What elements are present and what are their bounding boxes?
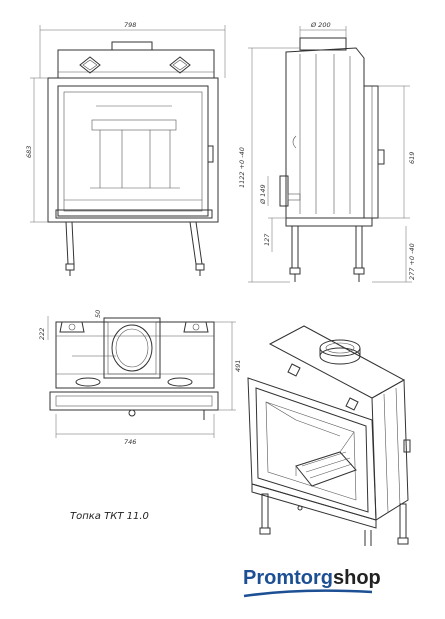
svg-text:Promtorgshop: Promtorgshop xyxy=(243,567,381,589)
side-flue-label: Ø 200 xyxy=(310,21,331,29)
top-view: 222 50 491 746 xyxy=(38,310,242,446)
logo-part-1: Promtorg xyxy=(243,567,333,589)
top-small-offset-label: 50 xyxy=(94,310,102,318)
top-depth-label: 491 xyxy=(234,360,242,372)
isometric-view xyxy=(247,325,411,546)
logo-swoosh xyxy=(243,589,373,598)
side-view: Ø 200 1122 +0 -40 Ø 149 xyxy=(238,21,416,283)
front-view: 798 xyxy=(25,21,226,276)
side-total-height-label: 1122 +0 -40 xyxy=(238,147,246,188)
side-door-height-label: 619 xyxy=(408,152,416,164)
front-width-label: 798 xyxy=(124,21,136,29)
promtorgshop-logo: Promtorgshop xyxy=(243,567,381,598)
side-flue-small-label: Ø 149 xyxy=(259,184,267,205)
side-leg-adjust-label: 277 +0 -40 xyxy=(408,243,416,280)
caption: Топка ТКТ 11.0 xyxy=(70,511,149,522)
top-width-label: 746 xyxy=(124,438,136,446)
side-leg-label: 127 xyxy=(263,233,271,246)
logo-part-2: shop xyxy=(333,567,381,589)
top-offset-label: 222 xyxy=(38,328,46,340)
front-height-label: 683 xyxy=(25,146,33,158)
